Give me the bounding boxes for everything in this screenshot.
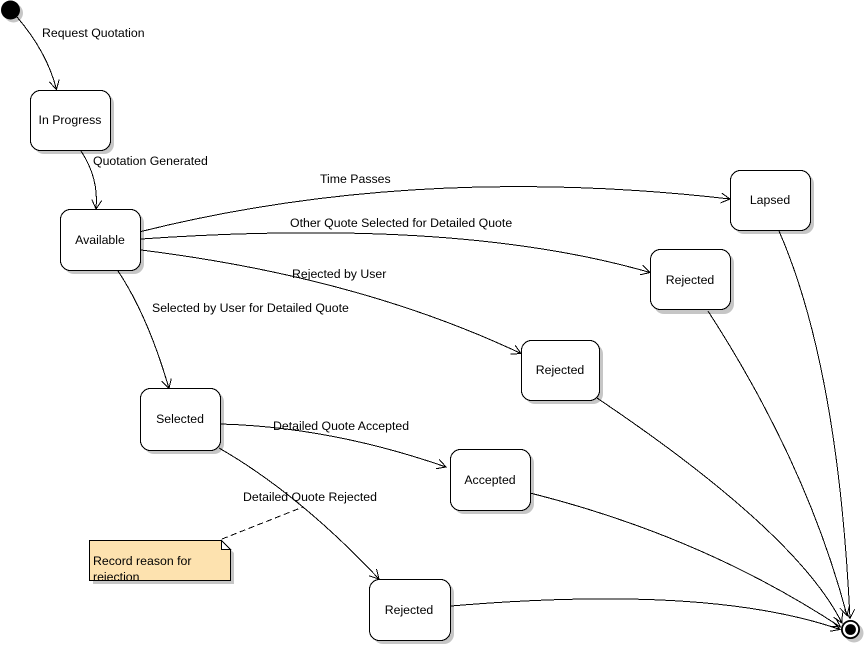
svg-text:Available: Available [75,233,125,247]
svg-text:Detailed Quote Accepted: Detailed Quote Accepted [273,419,409,433]
svg-text:Record reason for: Record reason for [93,554,191,568]
svg-text:rejection: rejection [93,570,140,584]
svg-text:Accepted: Accepted [464,473,515,487]
svg-text:In Progress: In Progress [39,113,102,127]
svg-text:Other Quote Selected for Detai: Other Quote Selected for Detailed Quote [290,216,512,230]
svg-text:Rejected: Rejected [666,273,715,287]
svg-text:Rejected by User: Rejected by User [292,267,386,281]
svg-text:Request Quotation: Request Quotation [42,26,145,40]
svg-text:Selected by User for Detailed: Selected by User for Detailed Quote [152,301,349,315]
svg-text:Detailed Quote Rejected: Detailed Quote Rejected [243,490,377,504]
svg-text:Quotation Generated: Quotation Generated [93,154,208,168]
svg-text:Lapsed: Lapsed [750,193,791,207]
svg-text:Time Passes: Time Passes [320,172,391,186]
svg-text:Rejected: Rejected [385,603,434,617]
svg-text:Rejected: Rejected [536,363,585,377]
svg-text:Selected: Selected [156,412,204,426]
